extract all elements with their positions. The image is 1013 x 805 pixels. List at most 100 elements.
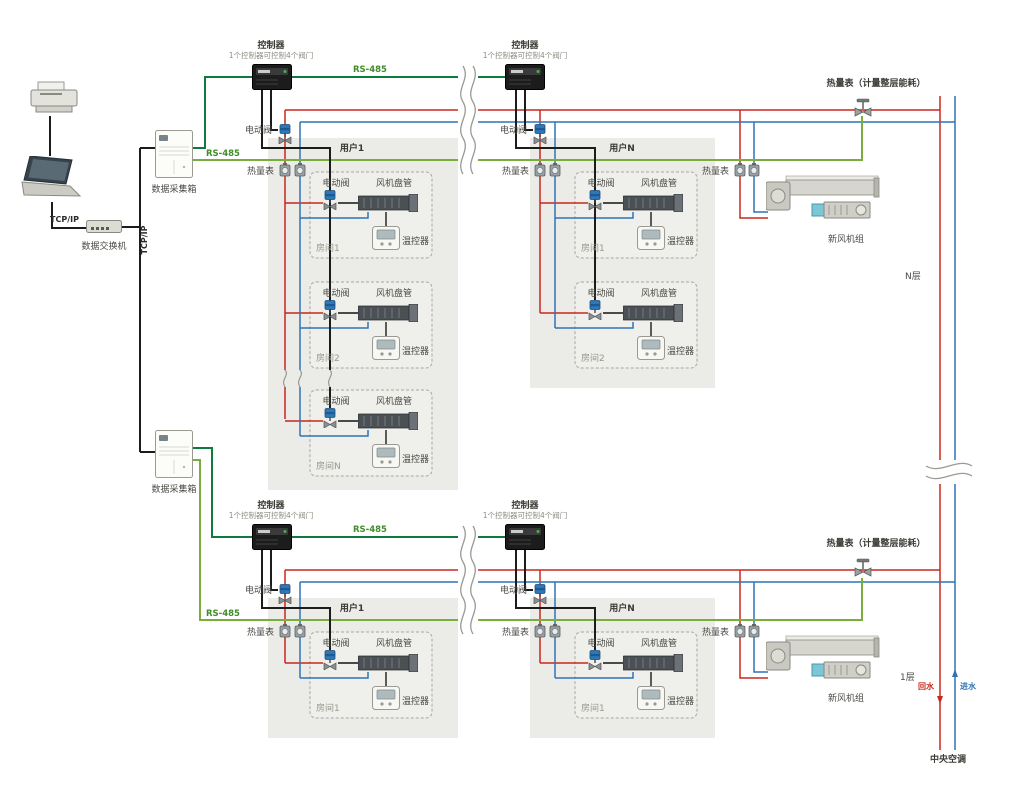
fan-coil-label: 风机盘管 [376,177,412,189]
electric-valve-label: 电动阀 [245,584,272,596]
wire [270,90,278,131]
tcpip-label-vertical: TCP/IP [140,225,149,254]
room-box [574,281,698,369]
floor-heat-meter-label: 热量表（计量整层能耗） [826,77,925,89]
userN-title: 用户N [608,142,635,154]
supply-water-label: 进水 [960,681,977,691]
fan-coil-icon [358,194,418,212]
heat-meter-icon [279,624,291,638]
room-label: 房间1 [581,702,605,714]
rs485-bus [193,116,863,621]
pipe [299,122,369,437]
room-valve-label: 电动阀 [322,395,349,407]
wire [524,550,533,591]
room-label: 房间N [316,460,341,472]
controller-note: 1个控制器可控制4个阀门 [483,50,568,60]
fresh-air-unit-label: 新风机组 [828,692,864,704]
wire [524,90,533,131]
return-water-label: 回水 [918,681,935,691]
controller-note: 1个控制器可控制4个阀门 [229,50,314,60]
userN-title: 用户N [608,602,635,614]
pipe [739,110,768,219]
pipe [539,110,588,314]
fan-coil-label: 风机盘管 [376,395,412,407]
thermostat-label: 温控器 [667,345,694,357]
laptop-icon [21,156,81,197]
thermostat-label: 温控器 [667,695,694,707]
fresh-air-unit-icon [766,175,880,219]
thermostat-label: 温控器 [402,453,429,465]
controller-icon [252,524,292,550]
bus [193,76,252,149]
room-valve-label: 电动阀 [322,287,349,299]
room-label: 房间1 [316,702,340,714]
fan-coil-label: 风机盘管 [641,637,677,649]
room-valve-label: 电动阀 [587,177,614,189]
room-label: 房间1 [316,242,340,254]
heat-meter-icon [294,624,306,638]
room-label: 房间2 [581,352,605,364]
rs485-label: RS-485 [353,525,387,535]
data-switch-label: 数据交换机 [81,240,126,252]
heat-meter-label: 热量表 [502,165,529,177]
heat-meter-label: 热量表 [502,626,529,638]
wire [140,147,155,453]
break-squiggle [925,462,973,480]
heat-meter-icon [294,163,306,177]
fan-coil-icon [358,412,418,430]
room-box [309,631,433,719]
fan-coil-label: 风机盘管 [376,637,412,649]
room-boxes [309,171,698,719]
thermostat-label: 温控器 [667,235,694,247]
data-collector-label: 数据采集箱 [151,483,196,495]
rs485-label: RS-485 [206,149,240,159]
user1-title: 用户1 [339,602,364,614]
fan-coil-label: 风机盘管 [641,177,677,189]
wire [261,90,331,408]
break-squiggle [460,525,476,635]
room-box [309,171,433,259]
data-collector-icon [155,430,193,478]
thermostat-icon [372,336,400,360]
room-box [309,389,433,477]
supply-flow-arrow [952,669,958,677]
fan-coil-icon [623,654,683,672]
controller-label: 控制器 [511,499,539,511]
thermostat-icon [637,336,665,360]
break-mask [458,64,478,174]
controller-label: 控制器 [511,39,539,51]
heat-meter-label: 热量表 [702,626,729,638]
supply-pipes [284,96,941,750]
printer-icon [30,81,78,113]
floor-heat-meter-icon [854,558,872,577]
heat-meter-label: 热量表 [702,165,729,177]
wire [51,202,86,229]
electric-valve-label: 电动阀 [245,124,272,136]
pipe [554,122,634,329]
wire [515,550,596,650]
thermostat-icon [637,686,665,710]
heat-meter-icon [534,624,546,638]
fresh-air-unit-icon [766,635,880,679]
room-valve-label: 电动阀 [587,287,614,299]
thermostat-wire [385,212,652,686]
tcpip-label: TCP/IP [50,215,79,224]
thermostat-icon [372,686,400,710]
room-label: 房间1 [581,242,605,254]
heat-meter-icon [549,163,561,177]
room-label: 房间2 [316,352,340,364]
fan-coil-icon [358,304,418,322]
room-box [574,171,698,259]
heat-meter-icon [549,624,561,638]
controller-icon [505,64,545,90]
flow-arrows [937,669,958,704]
return-pipes [299,96,956,750]
break-mask [276,370,338,387]
controller-note: 1个控制器可控制4个阀门 [483,510,568,520]
fan-coil-label: 风机盘管 [376,287,412,299]
return-flow-arrow [937,696,943,704]
rs485-label: RS-485 [353,65,387,75]
pipe [739,570,768,679]
valve-coil-link [338,202,623,664]
